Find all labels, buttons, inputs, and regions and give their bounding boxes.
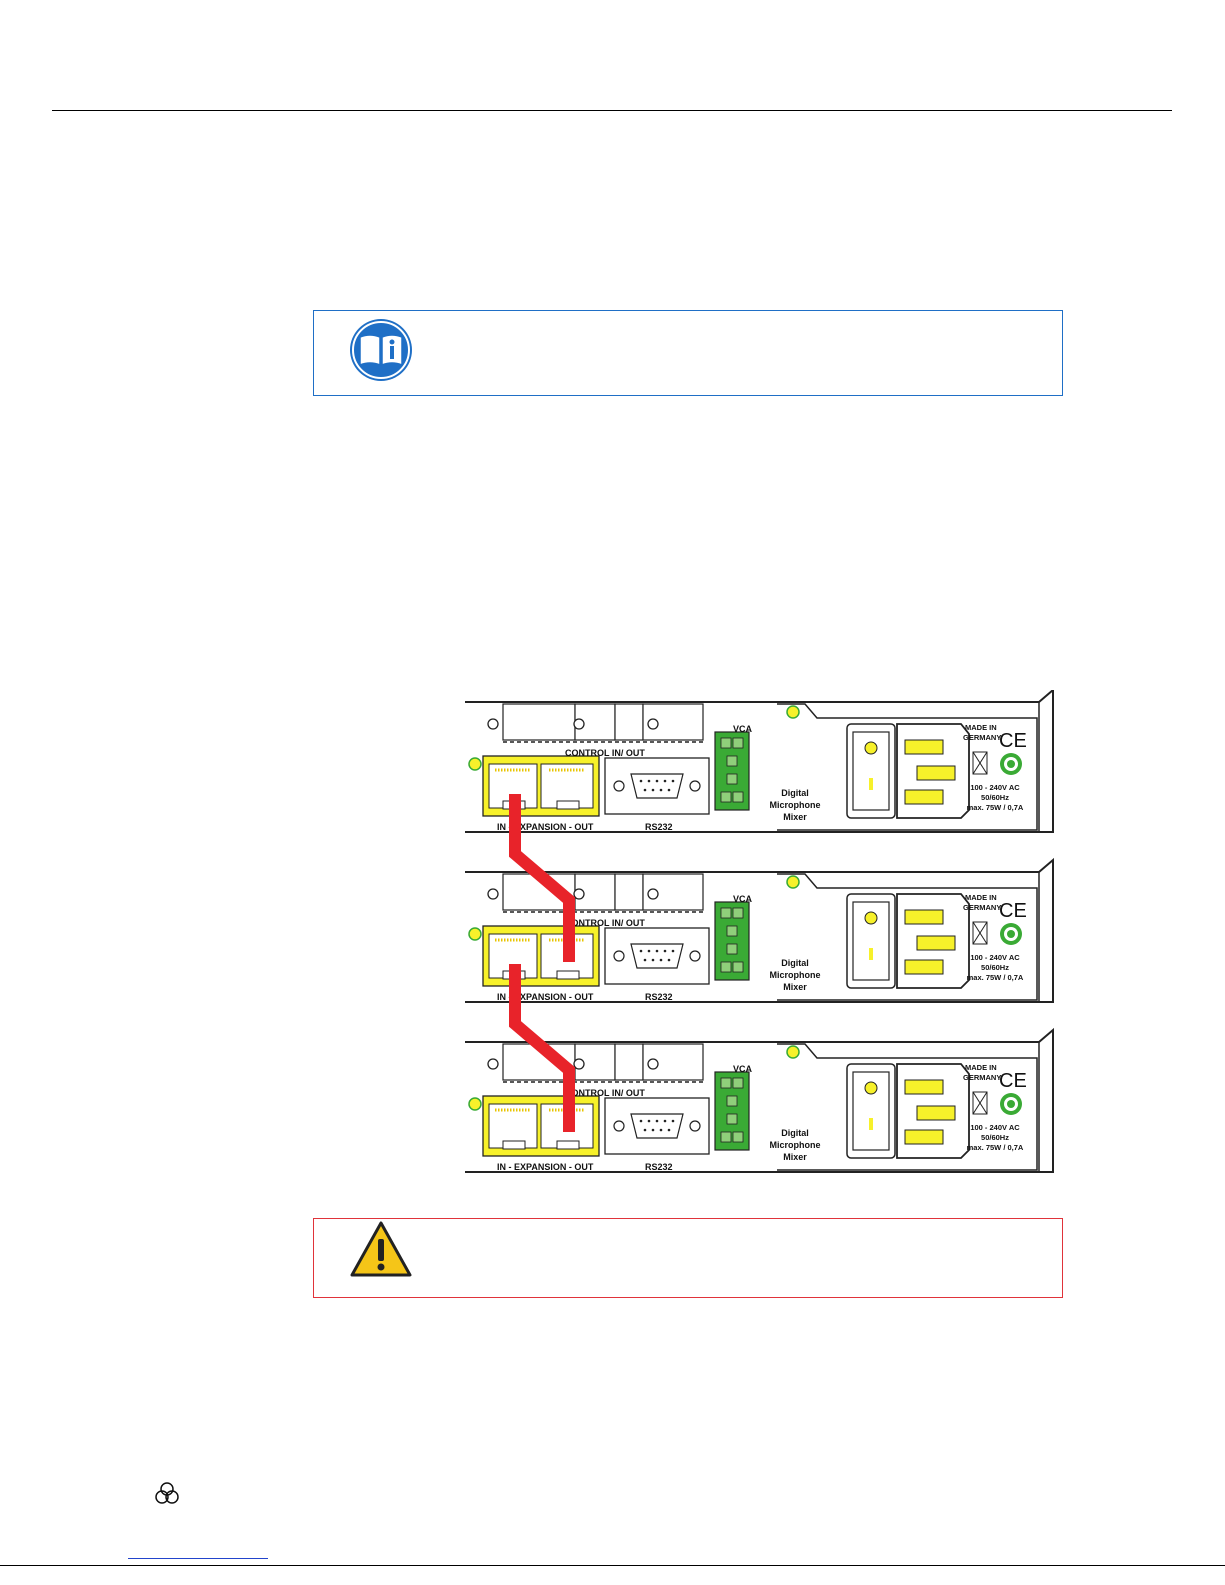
control-label: CONTROL IN/ OUT	[565, 918, 645, 928]
warning-box	[313, 1218, 1063, 1298]
control-label: CONTROL IN/ OUT	[565, 1088, 645, 1098]
note-box	[313, 310, 1063, 396]
made-in-line2: GERMANY	[963, 903, 1001, 912]
footer-rule	[0, 1565, 1225, 1566]
book-info-icon	[348, 317, 414, 388]
device-name-line1: Digital	[781, 788, 809, 798]
device-name-line3: Mixer	[783, 812, 807, 822]
rs232-label: RS232	[645, 1162, 673, 1172]
link-cable-1	[509, 794, 575, 962]
expansion-label: IN - EXPANSION - OUT	[497, 1162, 594, 1172]
device-name-line2: Microphone	[770, 1140, 821, 1150]
made-in-line1: MADE IN	[965, 1063, 997, 1072]
ce-mark: CE	[999, 1070, 1027, 1092]
vca-label: VCA	[733, 894, 753, 904]
rs232-label: RS232	[645, 992, 673, 1002]
header-rule	[52, 110, 1172, 111]
trefoil-logo-icon	[153, 1480, 181, 1513]
power-rating-1: 100 - 240V AC	[970, 783, 1020, 792]
power-rating-3: max. 75W / 0,7A	[967, 973, 1024, 982]
device-name-line2: Microphone	[770, 800, 821, 810]
link-cable-2	[509, 964, 575, 1132]
made-in-line1: MADE IN	[965, 723, 997, 732]
cascade-diagram: CONTROL IN/ OUT VCA IN - EXPANSION - OUT…	[463, 688, 1057, 1180]
ce-mark: CE	[999, 730, 1027, 752]
power-rating-3: max. 75W / 0,7A	[967, 1143, 1024, 1152]
power-rating-3: max. 75W / 0,7A	[967, 803, 1024, 812]
power-rating-1: 100 - 240V AC	[970, 1123, 1020, 1132]
power-rating-2: 50/60Hz	[981, 793, 1009, 802]
ce-mark: CE	[999, 900, 1027, 922]
made-in-line2: GERMANY	[963, 1073, 1001, 1082]
made-in-line2: GERMANY	[963, 733, 1001, 742]
expansion-label: IN - EXPANSION - OUT	[497, 822, 594, 832]
mixer-unit-1	[463, 688, 1055, 834]
expansion-label: IN - EXPANSION - OUT	[497, 992, 594, 1002]
vca-label: VCA	[733, 724, 753, 734]
rs232-label: RS232	[645, 822, 673, 832]
made-in-line1: MADE IN	[965, 893, 997, 902]
control-label: CONTROL IN/ OUT	[565, 748, 645, 758]
device-name-line1: Digital	[781, 958, 809, 968]
device-name-line3: Mixer	[783, 982, 807, 992]
device-name-line3: Mixer	[783, 1152, 807, 1162]
power-rating-2: 50/60Hz	[981, 1133, 1009, 1142]
device-name-line1: Digital	[781, 1128, 809, 1138]
vca-label: VCA	[733, 1064, 753, 1074]
warning-triangle-icon	[348, 1219, 414, 1286]
device-name-line2: Microphone	[770, 970, 821, 980]
power-rating-2: 50/60Hz	[981, 963, 1009, 972]
power-rating-1: 100 - 240V AC	[970, 953, 1020, 962]
footer-link-underline	[128, 1558, 268, 1559]
